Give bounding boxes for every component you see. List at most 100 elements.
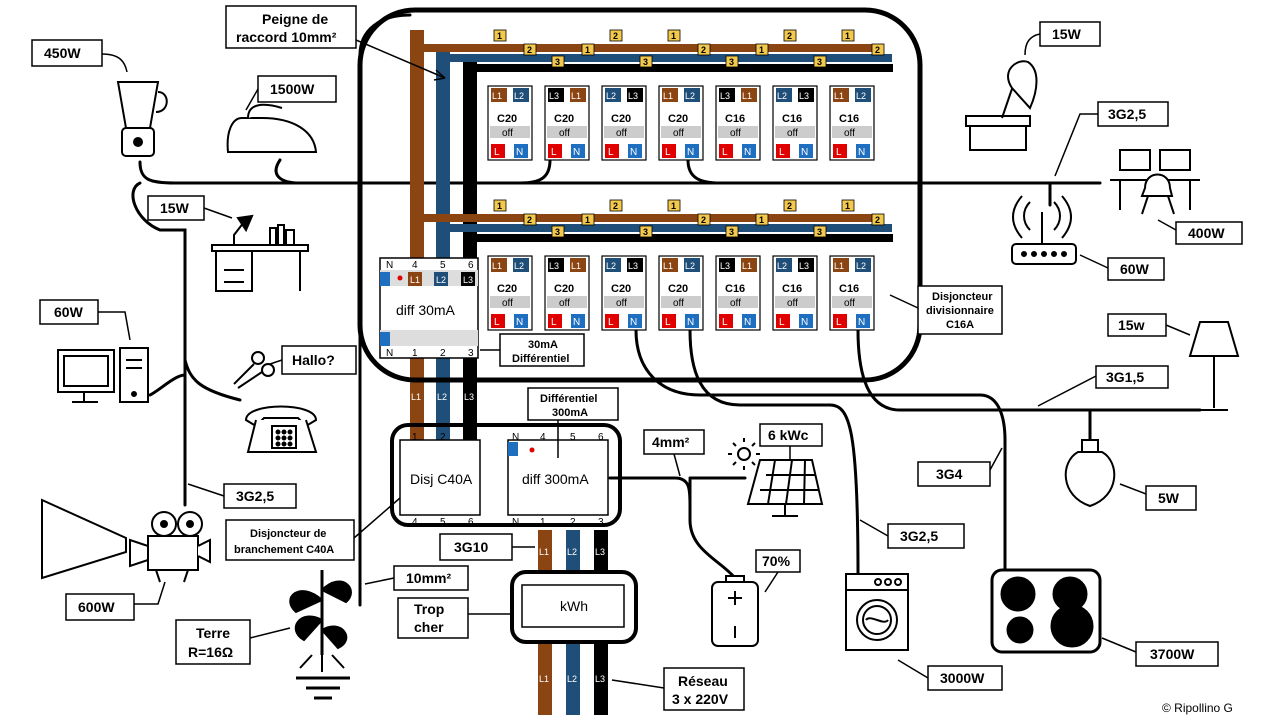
mcb-output-n: [685, 314, 699, 328]
comb-tag-label: 1: [671, 201, 676, 211]
comb-tag: [523, 43, 537, 56]
mcb-output-l-label: L: [836, 147, 842, 158]
mcb-output-l-label: L: [722, 317, 728, 328]
feeder-tag-l3-grid: L3: [595, 674, 605, 684]
rcd-300ma-bottom-1: 1: [540, 517, 546, 528]
comb-tag: [581, 213, 595, 226]
comb-tag-label: 1: [497, 201, 502, 211]
mcb-output-l: [605, 314, 619, 328]
main-breaker-c40a[interactable]: 1 2 3 4 5 6 Disj C40A: [399, 432, 481, 528]
cable-top-right-box: [1097, 101, 1169, 127]
comb-tag-label: 1: [497, 31, 502, 41]
mcb-input-terminal: [798, 258, 814, 272]
feeder-tag-l3-meter-in: L3: [595, 547, 605, 557]
rcd-30ma-n-top: N: [386, 260, 393, 271]
rcd30-callout-line1: 30mA: [528, 339, 558, 351]
mcb-output-n: [742, 144, 756, 158]
mcb-switch-label: off: [616, 128, 627, 139]
comb-tag-label: 2: [613, 31, 618, 41]
rcd-30ma-in-l1: L1: [410, 275, 420, 285]
mcb-output-n: [742, 314, 756, 328]
mcb-output-l-label: L: [722, 147, 728, 158]
monitor-label-box: [39, 299, 99, 325]
mcb-output-n-label: N: [858, 147, 865, 158]
comb-tag: [813, 55, 827, 68]
comb-tag-label: 3: [817, 57, 822, 67]
meter-display: [521, 584, 625, 628]
mcb-output-l: [548, 144, 562, 158]
mcb-rating: C20: [554, 283, 574, 295]
mcb-output-l-label: L: [608, 317, 614, 328]
comb-tag-label: 3: [729, 57, 734, 67]
comb-tag: [871, 213, 885, 226]
mcb-output-n: [685, 144, 699, 158]
mcb-rating: C16: [839, 283, 859, 295]
earth-label-box: [175, 619, 251, 665]
mcb-input-label: L1: [571, 261, 581, 271]
cable-main-label-box: [439, 533, 513, 561]
mcb-input-label: L1: [834, 261, 844, 271]
mcb-output-n: [856, 314, 870, 328]
mcb-output-l-label: L: [836, 317, 842, 328]
comb-tag: [697, 43, 711, 56]
feeder-tag-l1-meter-in: L1: [539, 547, 549, 557]
comb-tag: [871, 43, 885, 56]
mcb-input-label: L2: [685, 91, 695, 101]
comb-tag: [697, 213, 711, 226]
mcb-output-l: [491, 144, 505, 158]
rcd-30ma-n-bottom: N: [386, 348, 393, 359]
mcb-switch: [718, 126, 758, 138]
mcb-input-label: L2: [777, 91, 787, 101]
rcd-300ma-bottom-2: 2: [570, 517, 576, 528]
comb-tag-label: 3: [643, 57, 648, 67]
mcb-input-label: L1: [492, 261, 502, 271]
comb-tag: [783, 29, 797, 42]
comb-tag-label: 3: [555, 227, 560, 237]
feeder-tag-l1-upper: L1: [411, 392, 421, 402]
mcb-rating: C16: [725, 113, 745, 125]
mcb-switch: [718, 296, 758, 308]
mcb-input-label: L3: [549, 91, 559, 101]
hallo-label-box: [281, 345, 357, 375]
rcd-30ma-bottom-1: 1: [412, 348, 418, 359]
main-breaker-bottom-5: 5: [440, 517, 446, 528]
mcb-rating: C16: [782, 113, 802, 125]
mcb-output-n-label: N: [630, 147, 637, 158]
mcb-switch: [832, 296, 872, 308]
rcd-300ma-n-top: N: [512, 432, 519, 443]
mcb-output-n-label: N: [630, 317, 637, 328]
comb-tag: [493, 199, 507, 212]
rcd300-callout-box: [527, 387, 619, 421]
mcb-output-l: [548, 314, 562, 328]
mcb-output-n: [514, 314, 528, 328]
blender-icon: [116, 81, 168, 157]
mcb-input-label: L1: [742, 91, 752, 101]
mcb-input-label: L1: [663, 91, 673, 101]
mcb-input-label: L2: [606, 261, 616, 271]
pv-label-box: [759, 423, 823, 447]
bulb-icon: [1064, 439, 1116, 508]
comb-tag: [639, 55, 653, 68]
solar-panel-icon: [728, 438, 824, 517]
rcd-300ma-bottom-3: 3: [598, 517, 604, 528]
mcb-switch-label: off: [730, 128, 741, 139]
mcb-output-n: [514, 144, 528, 158]
scissors-icon: [233, 351, 275, 389]
comb-bar-l3: [463, 64, 893, 72]
rcd-30ma[interactable]: N N 4 5 6 1 2 3 L1 L2 L3 diff 30mA: [379, 257, 479, 359]
